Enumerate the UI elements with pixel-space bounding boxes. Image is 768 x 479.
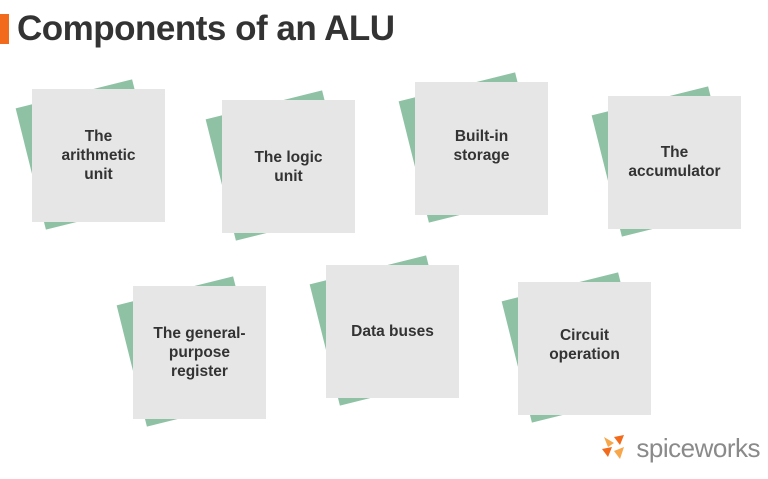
card-label: The accumulator — [628, 144, 721, 180]
spiceworks-logo: spiceworks — [598, 431, 760, 465]
title-accent-bar — [0, 14, 9, 44]
card-label: The general- purpose register — [153, 325, 246, 380]
logo-text: spiceworks — [636, 432, 760, 463]
card-face: The arithmetic unit — [32, 89, 165, 222]
component-card-general-purpose-register: The general- purpose register — [116, 276, 266, 427]
card-label: The logic unit — [254, 148, 323, 185]
component-card-arithmetic-unit: The arithmetic unit — [15, 79, 165, 230]
component-card-data-buses: Data buses — [309, 255, 459, 406]
component-card-logic-unit: The logic unit — [205, 90, 355, 241]
card-label: The arithmetic unit — [61, 128, 136, 183]
card-label: Data buses — [351, 323, 434, 340]
card-face: Data buses — [326, 265, 459, 398]
card-face: Circuit operation — [518, 282, 651, 415]
card-label: Circuit operation — [549, 327, 620, 363]
card-face: The general- purpose register — [133, 286, 266, 419]
card-label: Built-in storage — [453, 128, 510, 164]
card-face: Built-in storage — [415, 82, 548, 215]
card-face: The accumulator — [608, 96, 741, 229]
component-card-built-in-storage: Built-in storage — [398, 72, 548, 223]
card-face: The logic unit — [222, 100, 355, 233]
component-card-accumulator: The accumulator — [591, 86, 741, 237]
component-card-circuit-operation: Circuit operation — [501, 272, 651, 423]
page-title: Components of an ALU — [17, 9, 395, 48]
spiceworks-logo-icon — [602, 435, 625, 459]
